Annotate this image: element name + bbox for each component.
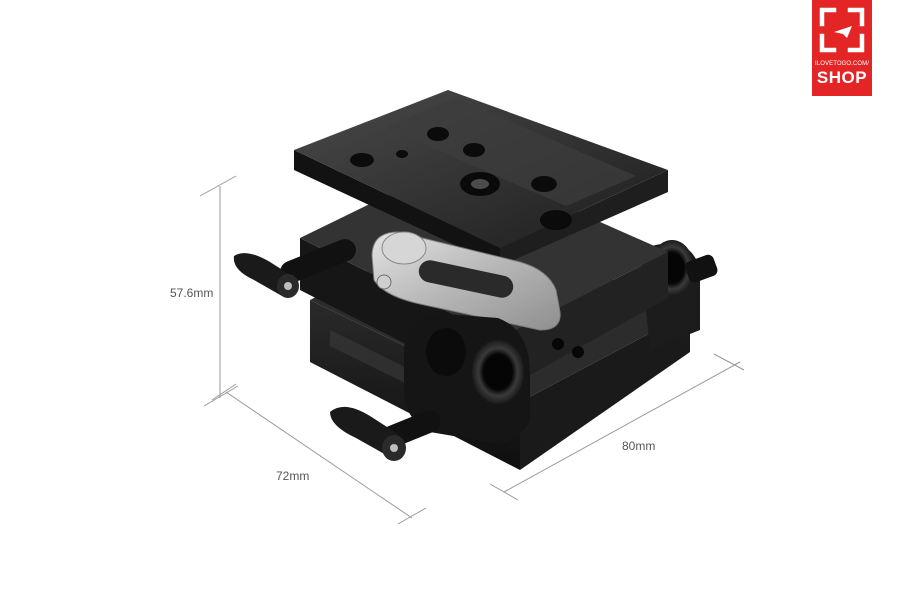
locking-lever	[371, 231, 561, 331]
shop-logo: ILOVETOGO.COM/ SHOP	[812, 0, 872, 96]
logo-site-text: ILOVETOGO.COM/	[815, 61, 869, 67]
lower-lock-knob	[330, 406, 441, 461]
focus-frame-icon	[819, 7, 865, 53]
logo-shop-text: SHOP	[816, 68, 868, 87]
dimension-lines	[199, 175, 745, 525]
width-dimension-label: 80mm	[622, 439, 656, 453]
upper-lock-knob	[233, 239, 356, 298]
paper-plane-icon	[834, 26, 852, 38]
front-rod-clamp	[404, 314, 530, 444]
height-dimension-label: 57.6mm	[170, 286, 214, 300]
depth-dimension-label: 72mm	[276, 469, 310, 483]
top-plate	[294, 90, 668, 266]
